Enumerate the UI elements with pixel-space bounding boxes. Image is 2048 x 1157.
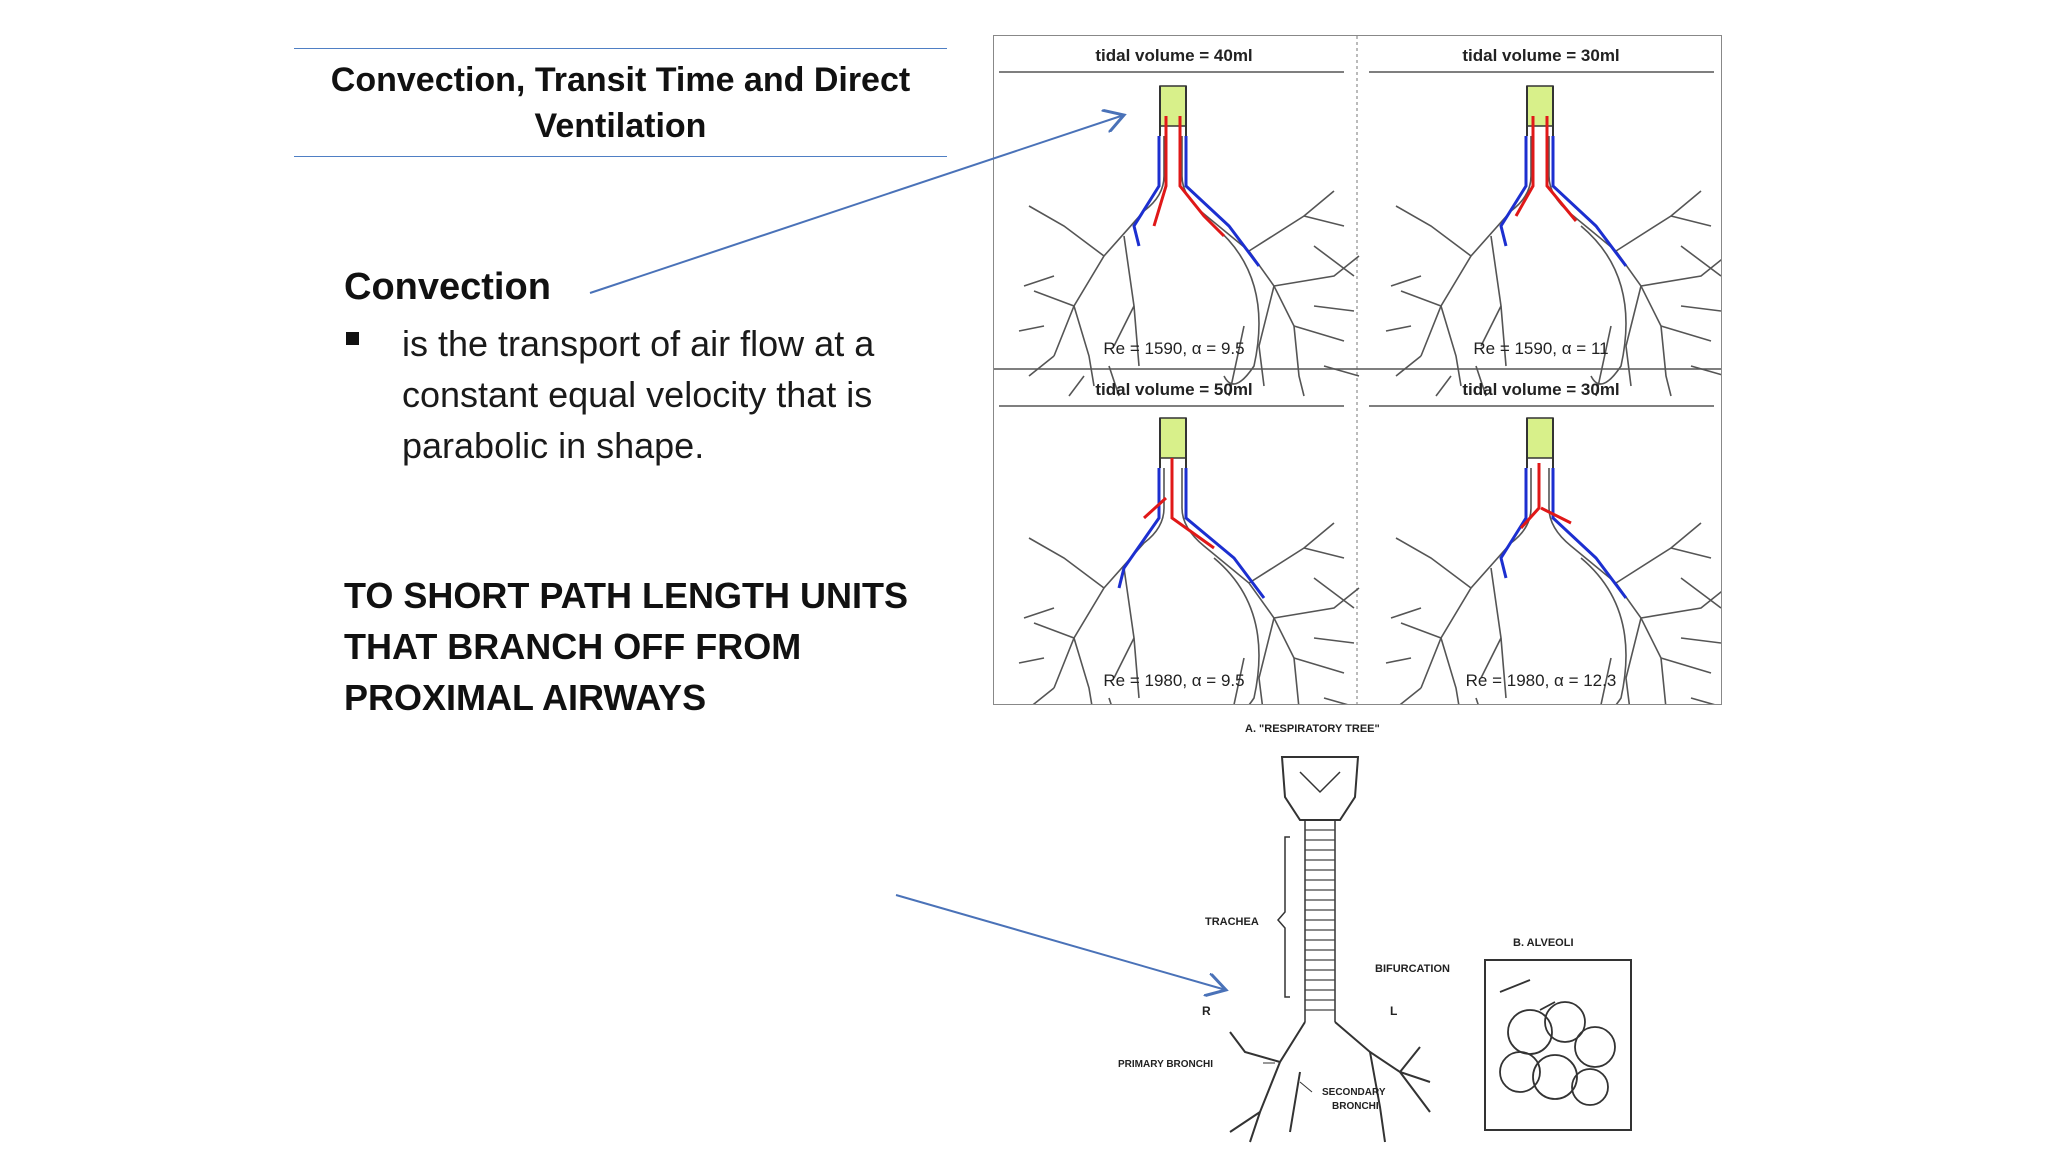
alveoli-box [1484,959,1632,1131]
secondary-bronchi-label-2: BRONCHI [1332,1101,1379,1112]
panel-2: tidal volume = 30ml Re = 1590, α = 11 [1369,46,1727,397]
bullet-text: is the transport of air flow at a consta… [402,323,875,466]
convection-heading: Convection [344,266,551,308]
arrow-to-bronchi [895,894,1226,990]
panel-4-footer: Re = 1980, α = 12.3 [1466,671,1617,690]
panel-1-header: tidal volume = 40ml [1095,46,1252,65]
arrow-to-airway-panels [589,115,1124,294]
left-label: L [1390,1004,1397,1018]
panel-4-header: tidal volume = 30ml [1462,380,1619,399]
right-label: R [1202,1004,1211,1018]
airway-simulation-figure: tidal volume = 40ml Re = 1590, α = 9.5 t… [993,35,1727,729]
alveoli-cluster [1499,979,1616,1106]
caps-statement: TO SHORT PATH LENGTH UNITS THAT BRANCH O… [344,575,908,718]
square-bullet-icon [346,332,359,345]
figure-b-title: B. ALVEOLI [1513,937,1574,949]
panel-4: tidal volume = 30ml Re = 1980, α = 12.3 [1369,380,1727,729]
panel-3: tidal volume = 50ml Re = 1980, α = 9.5 [999,380,1360,729]
panel-3-header: tidal volume = 50ml [1095,380,1252,399]
airway-panels-svg: tidal volume = 40ml Re = 1590, α = 9.5 t… [994,36,1727,729]
panel-2-footer: Re = 1590, α = 11 [1473,339,1608,358]
slide-title-box: Convection, Transit Time and Direct Vent… [294,48,947,157]
panel-3-footer: Re = 1980, α = 9.5 [1103,671,1244,690]
trachea-label: TRACHEA [1205,916,1259,928]
panel-1: tidal volume = 40ml Re = 1590, α = 9.5 [999,46,1360,397]
secondary-bronchi-label-1: SECONDARY [1322,1087,1386,1098]
respiratory-tree-svg: A. "RESPIRATORY TREE" [1118,723,1632,1143]
panel-2-header: tidal volume = 30ml [1462,46,1619,65]
primary-bronchi-label: PRIMARY BRONCHI [1118,1059,1213,1070]
figure-a-title: A. "RESPIRATORY TREE" [1245,723,1380,735]
bifurcation-label: BIFURCATION [1375,963,1450,975]
panel-1-footer: Re = 1590, α = 9.5 [1103,339,1244,358]
slide-title: Convection, Transit Time and Direct Vent… [330,60,911,145]
respiratory-tree-figure: A. "RESPIRATORY TREE" [1100,712,1680,1152]
